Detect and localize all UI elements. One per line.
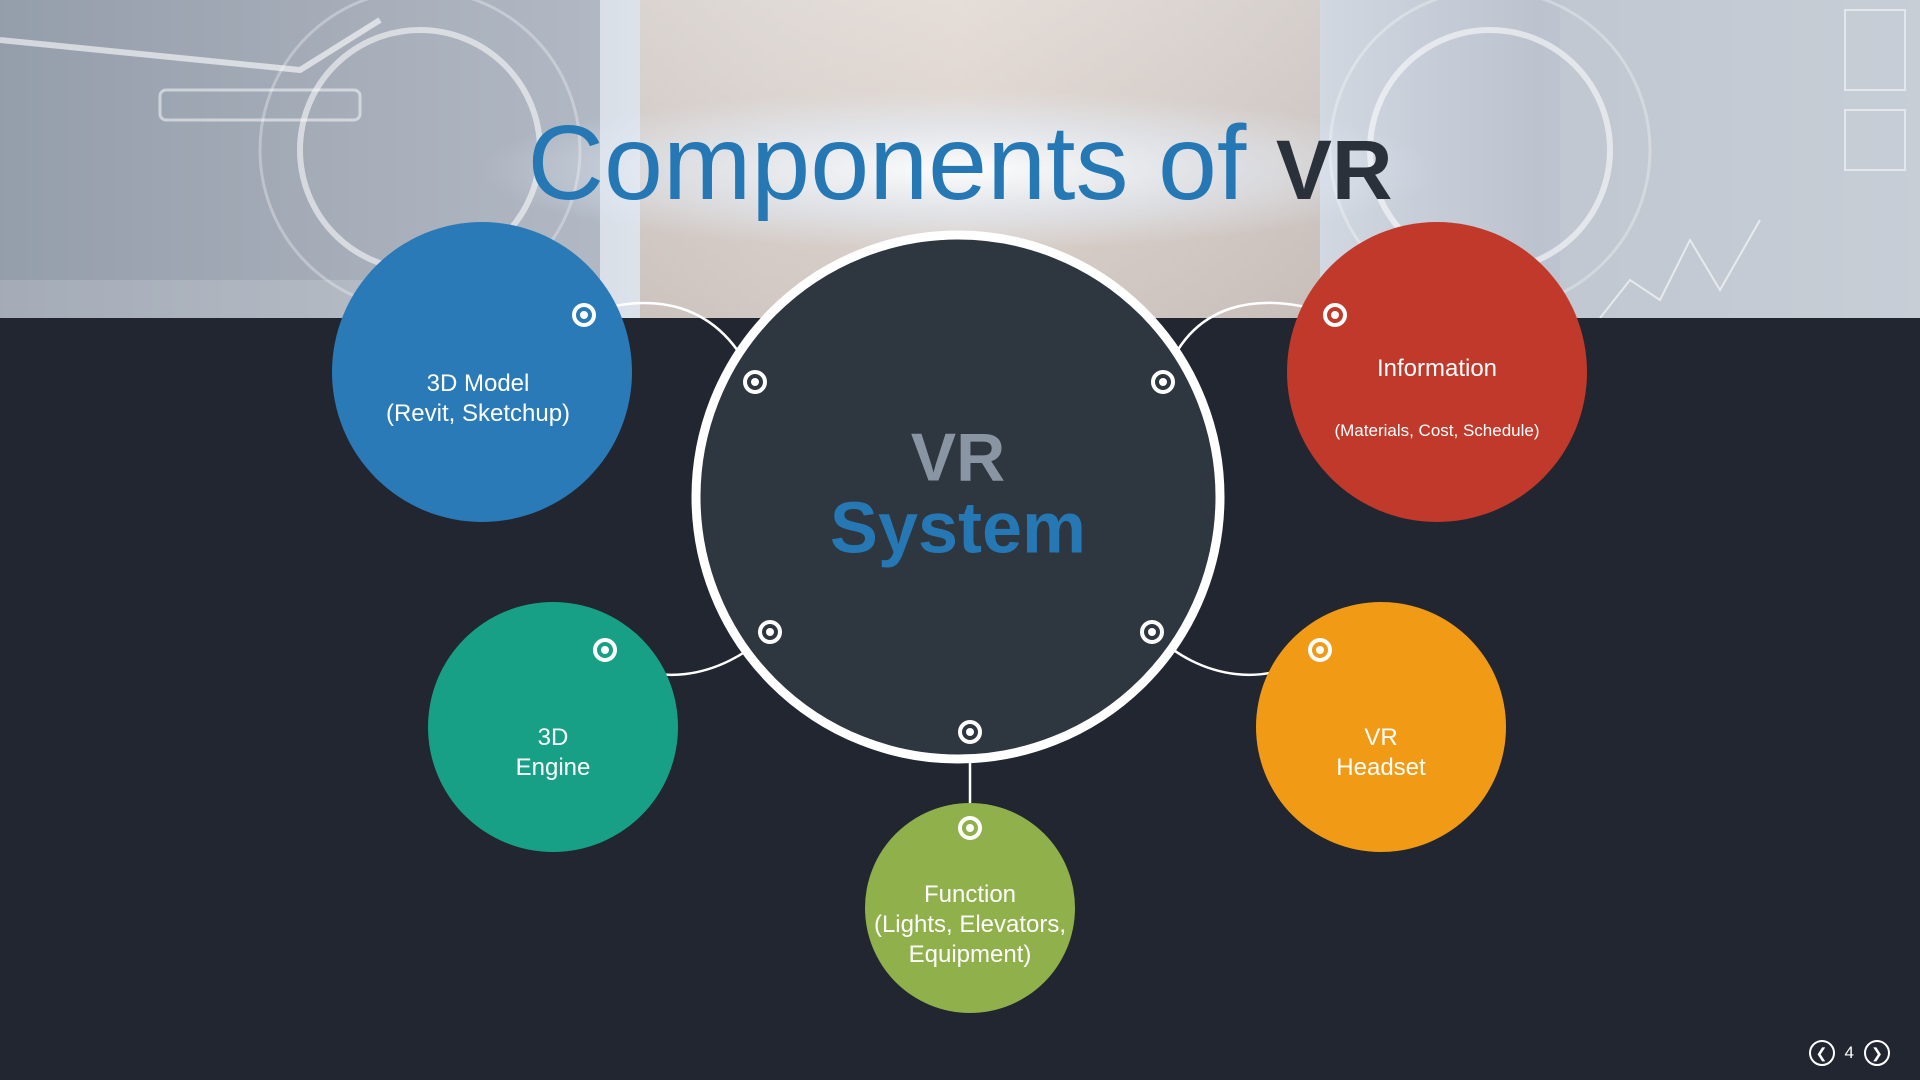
chevron-left-circle-icon[interactable]: ❮ [1808, 1040, 1835, 1066]
target-dot [743, 370, 767, 394]
page-number: 4 [1844, 1043, 1854, 1062]
slide-title: Components of VR [0, 110, 1920, 216]
target-dot [1323, 303, 1347, 327]
node-label-vr-headset: VR Headset [1336, 693, 1425, 783]
node-label-function-text: Function (Lights, Elevators, Equipment) [873, 881, 1067, 968]
node-function [865, 803, 1075, 1013]
target-dot [593, 638, 617, 662]
node-label-vr-headset-text: VR Headset [1336, 724, 1426, 781]
banner-image [0, 0, 1920, 318]
center-label-line2: System [829, 488, 1087, 569]
center-ring [691, 230, 1225, 764]
title-main: Components of [527, 104, 1276, 222]
node-vr-headset [1256, 602, 1506, 852]
center-label-line1: VR [910, 419, 1006, 496]
header-banner [0, 0, 1920, 318]
node-label-3d-engine-text: 3D Engine [515, 724, 591, 781]
chevron-right-circle-icon[interactable]: ❯ [1864, 1040, 1890, 1066]
center-label: VR System [829, 419, 1087, 569]
node-label-3d-model: 3D Model (Revit, Sketchup) [386, 339, 570, 429]
node-3d-model [332, 222, 632, 522]
slide-pager: ❮ 4 ❯ [1808, 1040, 1890, 1066]
target-dot [572, 303, 596, 327]
target-dot [1308, 638, 1332, 662]
node-label-information: Information (Materials, Cost, Schedule) [1334, 324, 1539, 444]
node-3d-engine [428, 602, 678, 852]
node-label-function: Function (Lights, Elevators, Equipment) [874, 850, 1066, 970]
target-dot [958, 720, 982, 744]
title-accent: VR [1275, 123, 1393, 217]
target-dot [758, 620, 782, 644]
node-label-3d-engine: 3D Engine [516, 693, 591, 783]
target-dot [1140, 620, 1164, 644]
target-dot [958, 816, 982, 840]
node-label-3d-model-text: 3D Model (Revit, Sketchup) [385, 370, 571, 427]
node-label-information-sub: (Materials, Cost, Schedule) [1334, 421, 1540, 440]
node-information [1287, 222, 1587, 522]
target-dot [1151, 370, 1175, 394]
node-label-information-text: Information [1376, 355, 1498, 382]
